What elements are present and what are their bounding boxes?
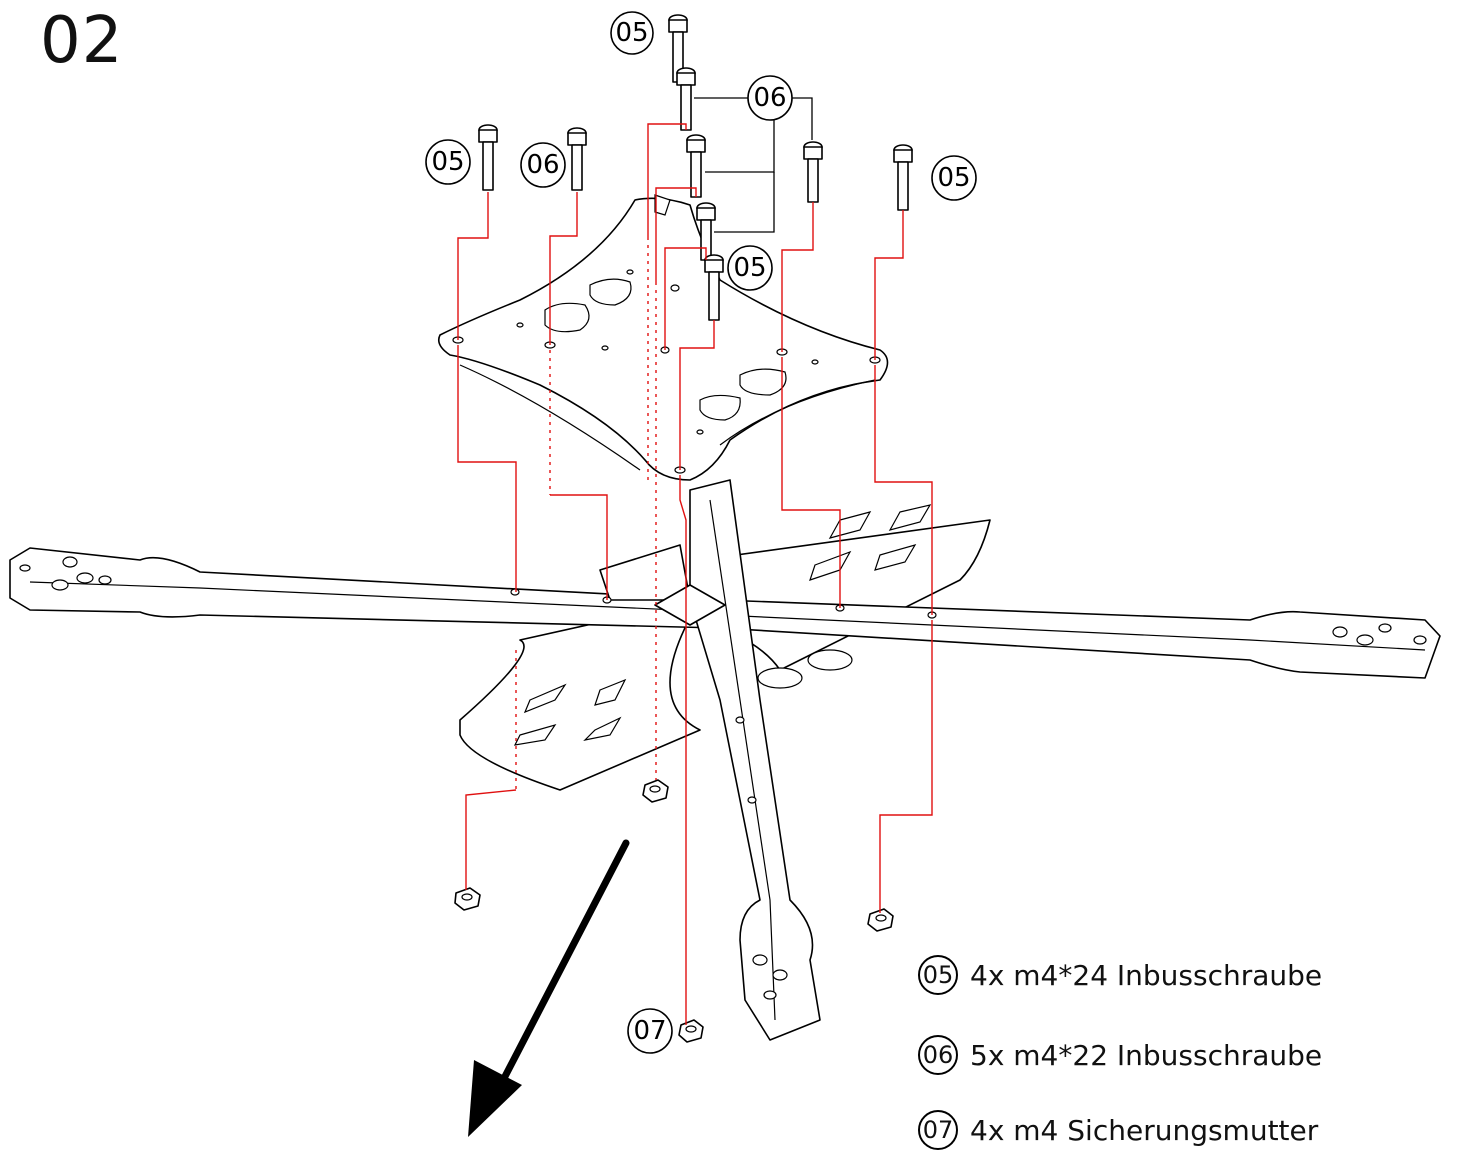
legend-badge-07: 07 xyxy=(918,1110,958,1150)
legend-item-05: 05 4x m4*24 Inbusschraube xyxy=(918,955,1322,995)
top-plate xyxy=(437,194,889,481)
legend-text-06: 5x m4*22 Inbusschraube xyxy=(970,1038,1323,1072)
legend-badge-06: 06 xyxy=(918,1035,958,1075)
screw-06-a xyxy=(676,67,696,131)
callout-05-left-label: 05 xyxy=(431,147,464,177)
nut-right xyxy=(867,908,894,932)
legend-badge-05: 05 xyxy=(918,955,958,995)
nut-bottom xyxy=(678,1019,704,1043)
bottom-plate-cutouts xyxy=(513,504,932,746)
screw-05-right xyxy=(893,144,913,211)
callout-05-left: 05 xyxy=(425,139,471,185)
callout-06-left: 06 xyxy=(520,142,566,188)
legend-item-07: 07 4x m4 Sicherungsmutter xyxy=(918,1110,1318,1150)
nuts xyxy=(454,779,894,1043)
direction-arrow-icon xyxy=(468,839,630,1137)
screw-06-right xyxy=(803,141,823,203)
legend-item-06: 06 5x m4*22 Inbusschraube xyxy=(918,1035,1322,1075)
callout-07-bottom: 07 xyxy=(627,1008,673,1054)
callout-05-top: 05 xyxy=(610,11,654,55)
legend-text-05: 4x m4*24 Inbusschraube xyxy=(970,958,1323,992)
nut-left xyxy=(454,887,481,911)
bottom-plate xyxy=(459,504,991,791)
callout-leaders xyxy=(694,97,813,233)
callout-05-center: 05 xyxy=(727,245,773,291)
callout-05-right: 05 xyxy=(931,155,977,201)
callout-05-top-label: 05 xyxy=(615,18,648,48)
screw-06-left xyxy=(567,127,587,191)
callout-06-top: 06 xyxy=(747,75,793,121)
callout-05-center-label: 05 xyxy=(733,253,766,283)
callout-07-bottom-label: 07 xyxy=(633,1016,666,1046)
assembly-guide-lines xyxy=(457,123,933,1025)
screw-05-top xyxy=(668,14,688,83)
callout-05-right-label: 05 xyxy=(937,163,970,193)
arm-holes xyxy=(19,556,1427,1000)
step-number: 02 xyxy=(40,4,124,78)
main-frame-arms xyxy=(9,479,1441,1041)
callout-06-top-label: 06 xyxy=(753,83,786,113)
nut-center-top xyxy=(642,779,669,803)
callout-06-left-label: 06 xyxy=(526,150,559,180)
top-plate-cutouts xyxy=(452,194,881,474)
legend-text-07: 4x m4 Sicherungsmutter xyxy=(970,1113,1319,1147)
screw-05-left xyxy=(478,124,498,191)
